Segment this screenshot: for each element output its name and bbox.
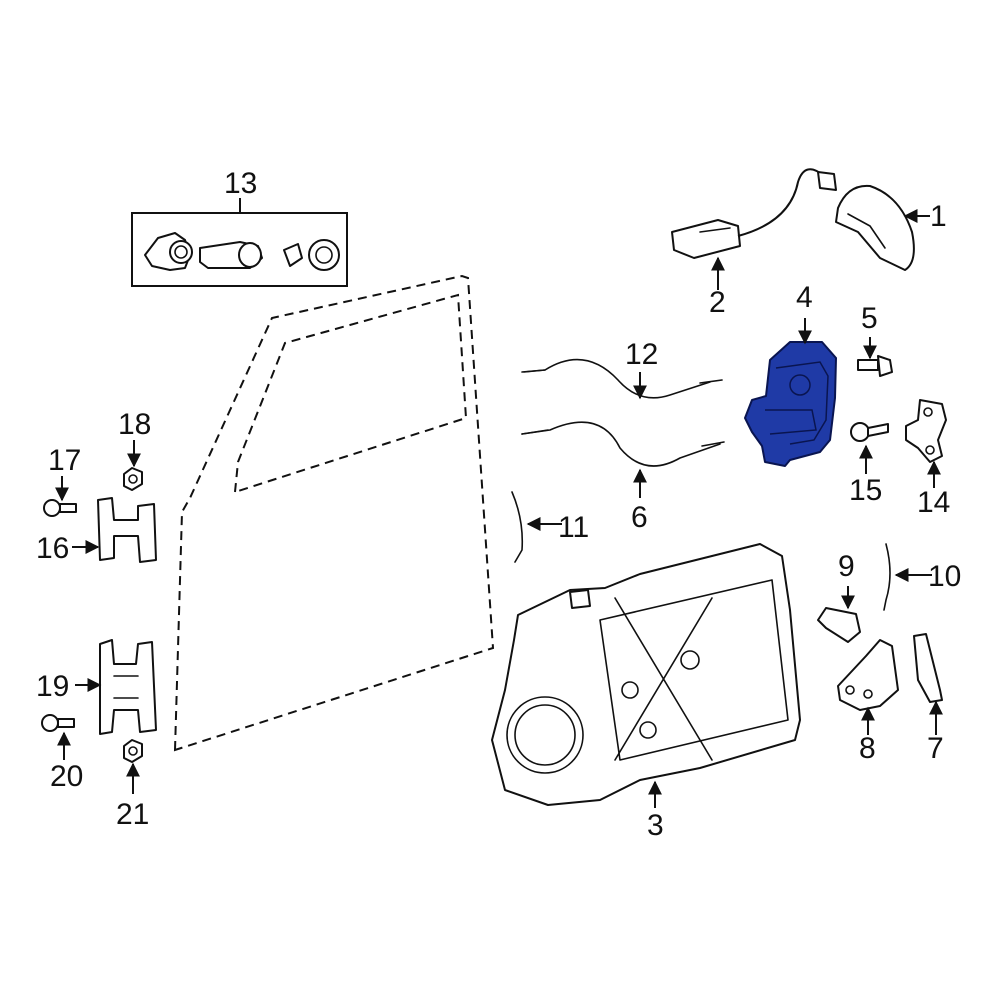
door-outline	[173, 274, 495, 752]
callout-1: 1	[930, 200, 947, 233]
callout-8: 8	[859, 732, 876, 765]
screw-15	[850, 422, 889, 442]
callout-17: 17	[48, 444, 81, 477]
lower-lock-cable	[521, 421, 725, 467]
callout-10: 10	[928, 560, 961, 593]
callout-2: 2	[709, 286, 726, 319]
callout-20: 20	[50, 760, 83, 793]
upper-lock-cable	[521, 358, 723, 399]
callout-16: 16	[36, 532, 69, 565]
callout-14: 14	[917, 486, 950, 519]
lower-hinge	[99, 639, 157, 735]
callout-labels: 1 2 3 4 5 6 7 8 9 10 11 12 13 14 15 16 1…	[36, 167, 961, 842]
bracket-8	[837, 639, 899, 711]
window-regulator-panel	[491, 543, 801, 806]
nut-21	[123, 739, 143, 763]
upper-hinge	[97, 497, 157, 563]
rod-11	[511, 491, 524, 563]
callout-11: 11	[558, 511, 589, 544]
bracket-7	[913, 633, 943, 703]
callout-18: 18	[118, 408, 151, 441]
callout-5: 5	[861, 302, 878, 335]
handle-cable-bracket	[671, 168, 837, 259]
outside-handle	[835, 184, 915, 271]
bolt-17	[43, 499, 77, 517]
callout-13: 13	[224, 167, 257, 200]
callout-15: 15	[849, 474, 882, 507]
nut-18	[123, 467, 143, 491]
rod-10	[883, 543, 891, 611]
door-striker	[905, 399, 947, 463]
callout-21: 21	[116, 798, 149, 831]
callout-12: 12	[625, 338, 658, 371]
callout-6: 6	[631, 501, 648, 534]
door-latch-actuator	[744, 341, 837, 467]
lock-cylinder-kit	[131, 212, 348, 287]
callout-9: 9	[838, 550, 855, 583]
leader-lines	[55, 198, 943, 808]
callout-7: 7	[927, 732, 944, 765]
bolt-20	[41, 714, 75, 732]
bolt-5	[857, 355, 893, 377]
clip-9	[817, 607, 861, 643]
callout-3: 3	[647, 809, 664, 842]
callout-4: 4	[796, 281, 813, 314]
callout-19: 19	[36, 670, 69, 703]
